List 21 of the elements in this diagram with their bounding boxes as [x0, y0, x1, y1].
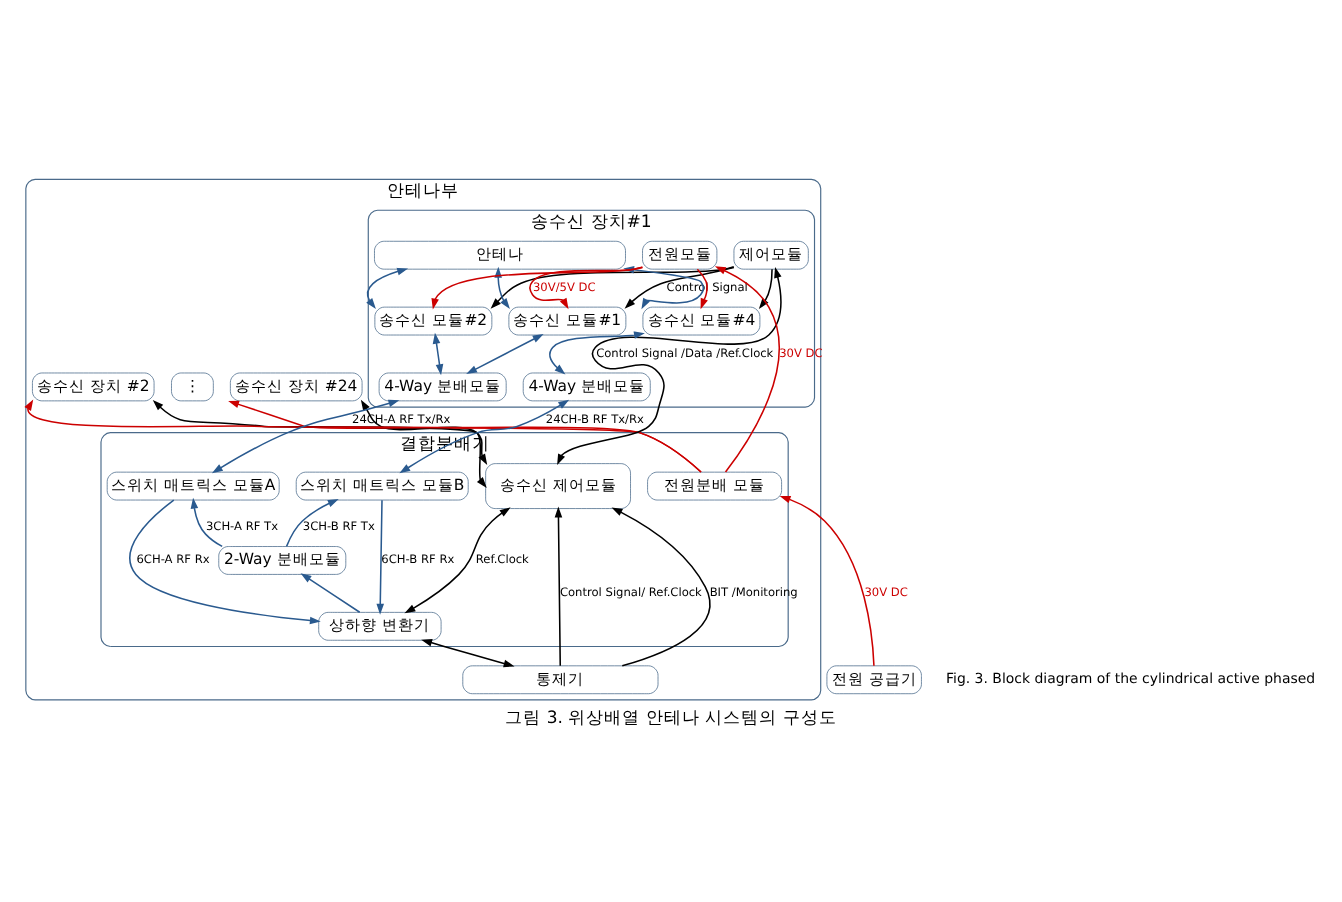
- arrow: [211, 398, 400, 473]
- arrow: [404, 506, 511, 613]
- arrow: [494, 265, 510, 308]
- arrow: [421, 638, 515, 667]
- arrow: [24, 398, 702, 472]
- arrow: [779, 494, 875, 666]
- arrow: [714, 265, 780, 472]
- arrow: [285, 498, 339, 547]
- arrow: [399, 398, 570, 473]
- arrow: [554, 505, 563, 666]
- arrow: [129, 498, 321, 624]
- arrow: [300, 572, 361, 612]
- arrow: [366, 266, 409, 308]
- arrow: [466, 333, 544, 374]
- caption: 그림 3. 위상배열 안테나 시스템의 구성도: [505, 707, 837, 728]
- arrow: [190, 496, 223, 547]
- arrow: [432, 331, 444, 375]
- arrow: [549, 330, 645, 374]
- arrow: [152, 399, 487, 487]
- arrow: [376, 498, 385, 614]
- arrow: [696, 267, 709, 309]
